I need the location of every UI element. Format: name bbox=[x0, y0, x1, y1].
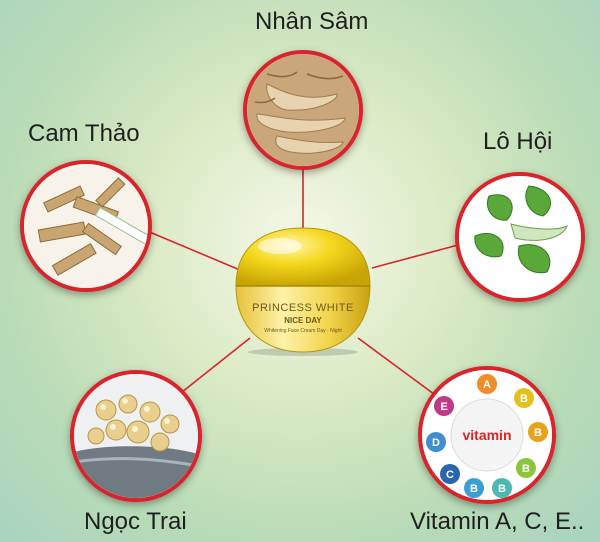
vitamin-letter-9: E bbox=[440, 401, 447, 413]
product-tagline: Whitening Face Cream Day - Night bbox=[264, 328, 342, 334]
aloe-image bbox=[455, 172, 585, 302]
line-vitamin bbox=[357, 337, 443, 401]
label-vitamin: Vitamin A, C, E.. bbox=[410, 508, 585, 535]
ginseng-image bbox=[243, 50, 363, 170]
label-cam-thao: Cam Thảo bbox=[28, 120, 140, 147]
line-cam-thao bbox=[139, 227, 241, 271]
product-name: NICE DAY bbox=[284, 316, 322, 325]
vitamin-letter-7: B bbox=[470, 483, 478, 495]
vitamin-letter-8: B bbox=[498, 483, 506, 495]
vitamin-word: vitamin bbox=[462, 427, 511, 443]
vitamin-letter-2: B bbox=[520, 393, 528, 405]
line-ngoc-trai bbox=[171, 337, 251, 401]
product-brand: PRINCESS WHITE bbox=[252, 302, 354, 314]
licorice-image bbox=[20, 160, 152, 292]
label-ngoc-trai: Ngọc Trai bbox=[84, 508, 187, 535]
label-nhan-sam: Nhân Sâm bbox=[255, 8, 369, 35]
vitamin-letter-3: B bbox=[534, 427, 542, 439]
vitamin-letter-4: B bbox=[522, 463, 530, 475]
vitamin-letter-5: D bbox=[432, 437, 440, 449]
line-lo-hoi bbox=[371, 244, 459, 269]
vitamin-letter-1: A bbox=[483, 379, 491, 391]
label-lo-hoi: Lô Hội bbox=[483, 128, 553, 155]
vitamin-letter-6: C bbox=[446, 469, 454, 481]
vitamin-image: vitamin A B B B D C B B E bbox=[418, 366, 556, 504]
pearl-image bbox=[70, 370, 202, 502]
product-jar: PRINCESS WHITE NICE DAY Whitening Face C… bbox=[228, 224, 378, 356]
